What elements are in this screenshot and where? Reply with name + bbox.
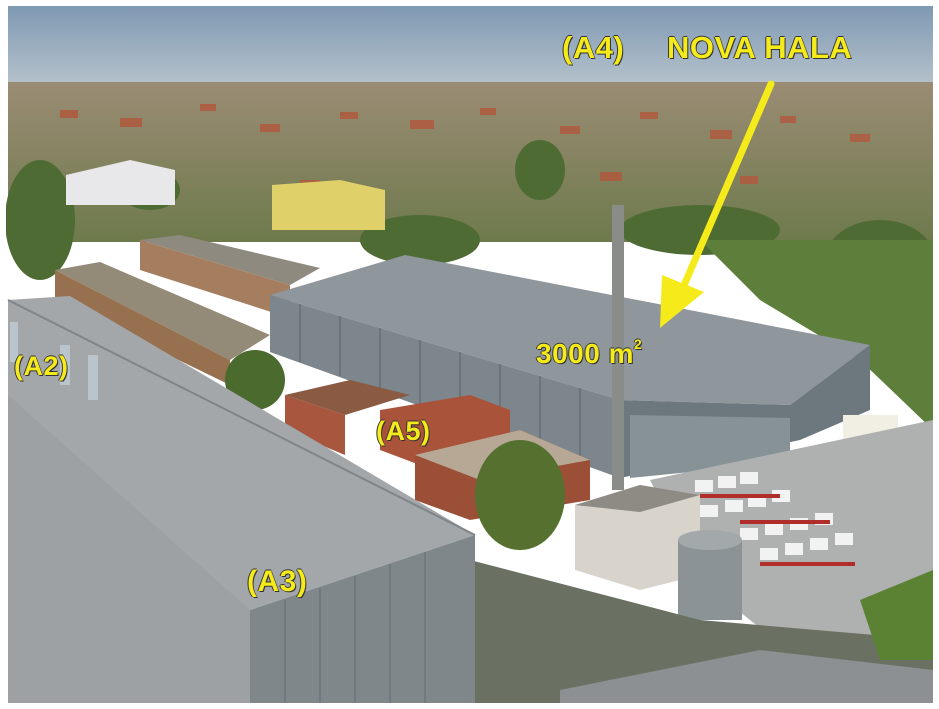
area-value: 3000 m xyxy=(536,338,634,369)
chimney xyxy=(612,205,624,490)
white-building xyxy=(66,160,175,205)
label-a5: (A5) xyxy=(376,416,431,446)
new-hall-facade xyxy=(270,295,620,478)
sky xyxy=(8,6,933,88)
a2-hall-roof xyxy=(8,296,475,610)
label-a3: (A3) xyxy=(247,565,308,598)
area-exponent: 2 xyxy=(633,336,643,352)
old-shed-2 xyxy=(55,262,270,360)
town-background xyxy=(8,82,933,242)
new-hall-windows xyxy=(299,304,581,463)
tree-cluster xyxy=(475,440,565,550)
field xyxy=(700,240,933,430)
roof-vents xyxy=(10,322,98,400)
label-a4: (A4) xyxy=(562,30,625,65)
label-a2: (A2) xyxy=(14,351,69,381)
a3-hall-facade xyxy=(250,535,475,703)
office-building xyxy=(575,485,700,590)
water-tank xyxy=(678,540,742,620)
label-nova-hala: NOVA HALA xyxy=(667,30,853,65)
label-area: 3000 m2 xyxy=(536,336,642,370)
new-hall-roof xyxy=(270,255,870,405)
a3-hall-roof xyxy=(8,395,250,703)
old-shed-roof xyxy=(140,235,320,285)
arrow-icon xyxy=(660,80,775,328)
a5-building-roof xyxy=(285,380,410,415)
